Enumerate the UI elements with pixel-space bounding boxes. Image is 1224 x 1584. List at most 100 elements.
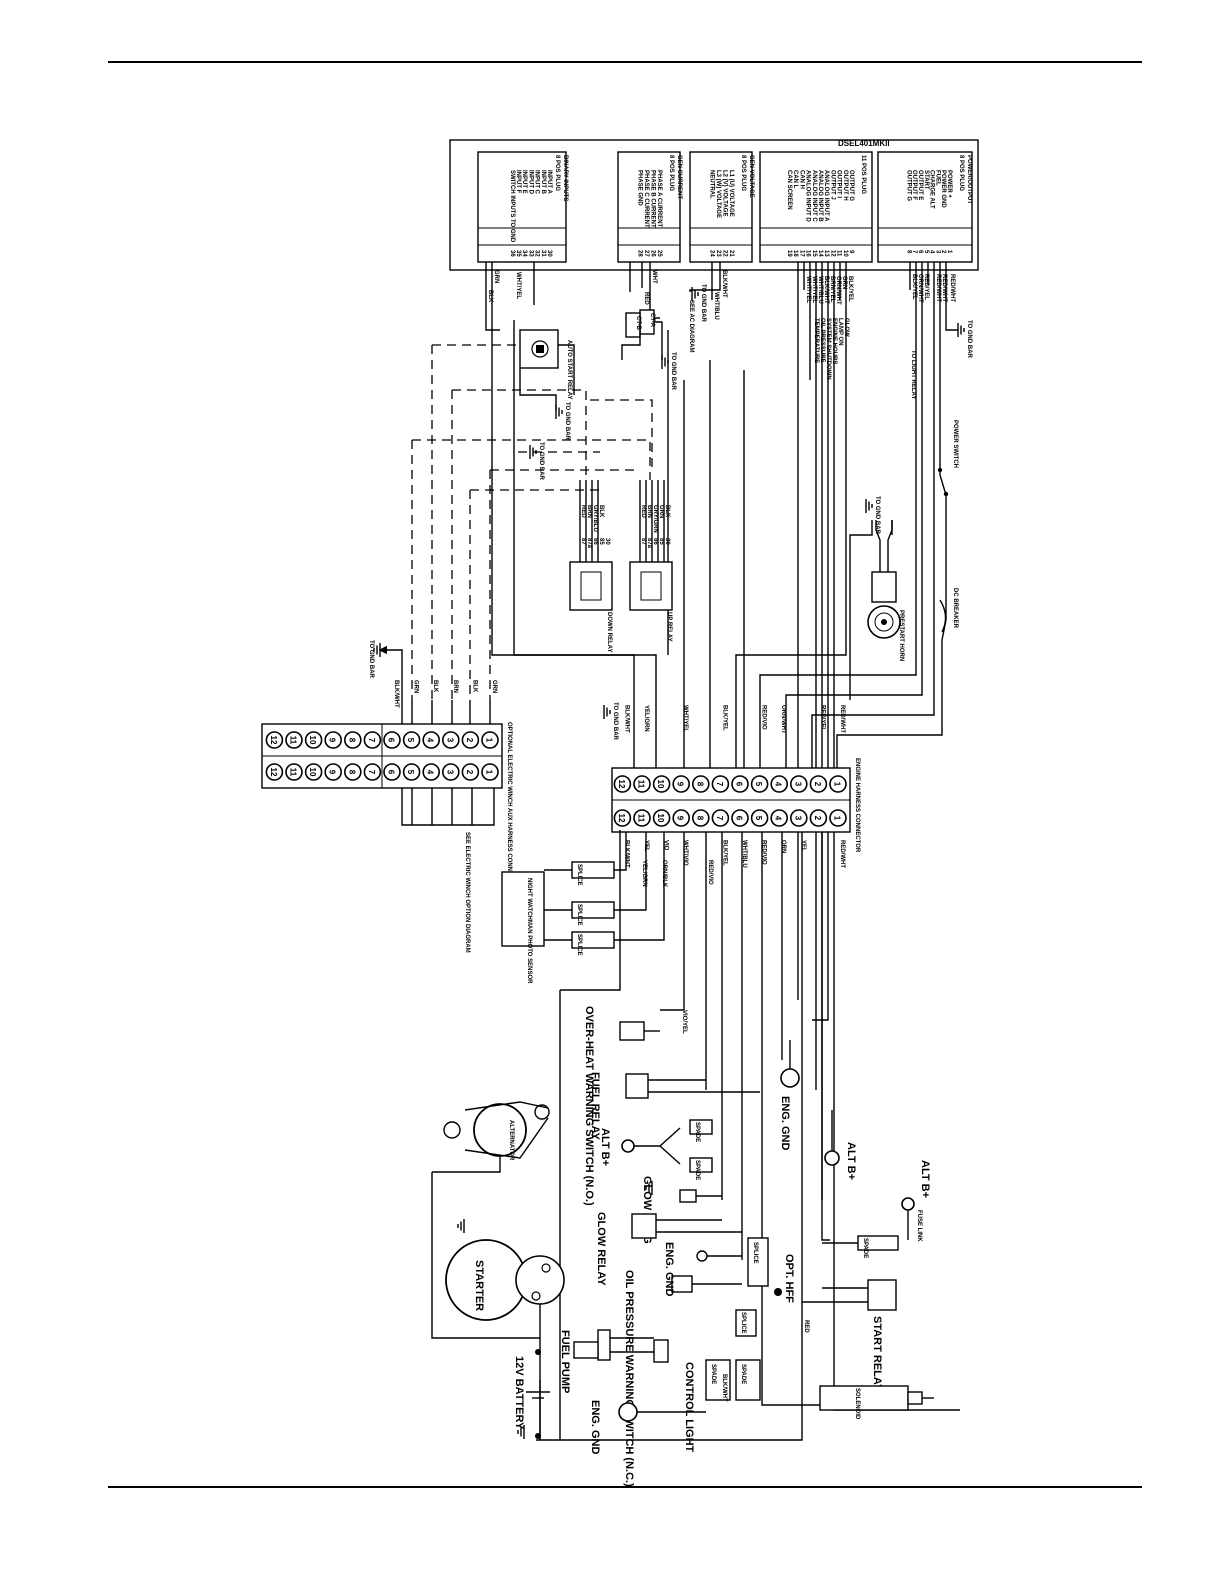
engine-wire-bottom-6: WHT/BLU <box>741 840 747 868</box>
plug-11-title: 11 POS PLUG <box>860 155 866 194</box>
plug-cur-row-1-pin: 26 <box>650 250 656 257</box>
ctrl-output-wire-5: WHT/BLU <box>817 276 823 304</box>
aux-pin-top-8-label: 8 <box>347 738 356 743</box>
engine-pin-top-2 <box>809 775 828 793</box>
aux-pin-bottom-9 <box>324 763 343 781</box>
night-watchman-label: NIGHT WATCHMAN PHOTO SENSOR <box>526 878 532 984</box>
ctrl-power-wire-5: BLK/YEL <box>911 274 917 300</box>
plug-voltage-title: 8 POS PLUG <box>740 155 746 191</box>
alt-b-terminal-1: ALT B+ <box>824 1110 857 1180</box>
engine-pin-bottom-7-label: 7 <box>715 816 724 821</box>
aux-pin-bottom-10-label: 10 <box>308 768 317 777</box>
small-splice-label: SPLICE <box>740 1312 746 1334</box>
eng-gnd-bottom: ENG. GND <box>589 1400 706 1454</box>
plug-in-row-2-pin: 32 <box>534 250 540 257</box>
engine-pin-bottom-1 <box>829 809 847 827</box>
ground-icon <box>603 705 611 719</box>
plug-volt-row-2-name: L3 (W) VOLTAGE <box>715 170 721 218</box>
output-function-3: SYSTEM SHUTDOWN <box>825 318 831 380</box>
plug-power-row-5-name: OUTPUT E <box>917 170 923 200</box>
plug-in-row-1-pin: 31 <box>540 250 546 257</box>
eng-gnd-terminal: ENG. GND <box>779 1040 800 1150</box>
plug-power-row-3-name: CHARGE ALT <box>929 170 935 209</box>
down-relay: DOWN RELAY <box>569 480 613 652</box>
engine-pin-bottom-12 <box>613 809 632 827</box>
overheat-label: OVER-HEAT WARNING SWITCH (N.O.) <box>583 1006 595 1206</box>
aux-pin-bottom-9-label: 9 <box>328 770 337 775</box>
opt-hff-label: OPT. HFF <box>783 1254 795 1303</box>
down-relay-wire-2: GRY/BLU <box>592 505 598 532</box>
engine-pin-bottom-11 <box>633 809 651 827</box>
aux-wire-6: BLK/WHT <box>393 680 399 708</box>
ctrl-output-wire-3: BRN/YEL <box>829 276 835 303</box>
alternator-label: ALTERNATOR <box>508 1120 514 1161</box>
power-switch-label: POWER SWITCH <box>952 420 958 468</box>
alt-b-terminal-3: SPADE ALT B+ FUSE LINK <box>822 1160 931 1258</box>
misc-wire-10: VIO/YEL <box>681 1010 687 1034</box>
aux-pin-bottom-7-label: 7 <box>367 770 376 775</box>
engine-wire-bottom-3: YEL <box>800 840 806 852</box>
plug-power-row-3-pin: 4 <box>929 250 935 254</box>
ctrl-power-wire-3: RED/YEL <box>923 274 929 300</box>
ctrl-output-wire-4: BLK/WHT <box>823 276 829 304</box>
eng-gnd-label-3: ENG. GND <box>589 1400 601 1454</box>
engine-pin-top-3-label: 3 <box>793 782 802 787</box>
engine-pin-top-12 <box>613 775 632 793</box>
dashed-aux-wires <box>411 344 653 700</box>
aux-wire-4: BLK <box>432 680 438 693</box>
ctrl-power-wire-0: RED/WHT <box>949 274 955 302</box>
fuel-relay: FUEL RELAY <box>589 1072 760 1141</box>
engine-wiring <box>431 830 830 1441</box>
alt-b-terminal-2: ALT B+ SPADE SPADE <box>599 1119 713 1180</box>
aux-pin-bottom-2 <box>461 763 480 781</box>
plug-11-row-5-pin: 14 <box>817 250 823 257</box>
plug-power-row-5-pin: 6 <box>917 250 923 254</box>
plug-11-row-3-pin: 12 <box>829 250 835 257</box>
engine-pin-top-7 <box>711 775 730 793</box>
battery: 12V BATTERY <box>513 1349 550 1439</box>
engine-wire-bottom-7: BLK/YEL <box>721 840 727 866</box>
ground-icon <box>529 445 537 459</box>
plug-in-row-0-name: INPUT A <box>546 170 552 194</box>
solenoid-label: SOLENOID <box>854 1388 860 1420</box>
misc-wire-9: RED/VIO <box>707 860 713 885</box>
aux-pin-top-1-label: 1 <box>485 738 494 743</box>
plug-power-row-4-pin: 5 <box>923 250 929 254</box>
plug-in-row-4-pin: 34 <box>521 250 527 257</box>
misc-wire-1: BLK <box>487 290 493 303</box>
misc-wire-12: BLK/WHT <box>721 1374 727 1402</box>
plug-power-row-2-pin: 3 <box>934 250 940 254</box>
aux-pin-bottom-6 <box>383 763 401 781</box>
plug-inputs-subtitle: BINARY INPUTS <box>562 155 568 201</box>
to-gnd-bar-label-7: TO GND BAR <box>368 640 374 679</box>
oil-pressure-switch: ENG. GND OIL PRESSURE WARNING SWITCH (N.… <box>623 1242 742 1487</box>
aux-pin-top-10-label: 10 <box>308 736 317 745</box>
aux-pin-bottom-6-label: 6 <box>387 770 396 775</box>
fuse-link-label: FUSE LINK <box>916 1210 922 1242</box>
plug-power-subtitle: POWER/OUTPUT <box>966 155 972 204</box>
aux-pin-bottom-3 <box>441 763 460 781</box>
aux-pin-top-12 <box>265 731 284 749</box>
plug-11-row-7-pin: 16 <box>805 250 811 257</box>
engine-wire-top-2: RED/YEL <box>819 705 825 731</box>
down-relay-pin-0: 87 <box>580 538 586 545</box>
engine-pin-bottom-2 <box>809 809 828 827</box>
plug-power-title: 8 POS PLUG <box>958 155 964 191</box>
engine-wire-top-1: RED/WHT <box>839 705 845 733</box>
plug-voltage-subtitle: GEN VOLTAGE <box>748 155 754 198</box>
engine-pin-top-6-label: 6 <box>735 782 744 787</box>
plug-cur-row-0-name: PHASE A CURRENT <box>656 170 662 228</box>
output-function-1: LAMP ON <box>837 318 843 346</box>
plug-11-row-2-name: OUTPUT I <box>836 170 842 198</box>
plug-cur-row-0-pin: 25 <box>656 250 662 257</box>
ctrl-output-wire-7: WHT/YEL <box>805 276 811 303</box>
up-relay-wire-2: GRY/GRN <box>652 505 658 533</box>
engine-pin-top-10 <box>652 775 671 793</box>
engine-pin-bottom-4-label: 4 <box>774 816 783 821</box>
aux-wire-1: GRN <box>491 680 497 693</box>
engine-wire-bottom-5: RED/VIO <box>761 840 767 865</box>
aux-pin-top-2 <box>461 731 480 749</box>
alt-b-label-3: ALT B+ <box>919 1160 931 1198</box>
up-relay: UP RELAY <box>629 480 673 642</box>
